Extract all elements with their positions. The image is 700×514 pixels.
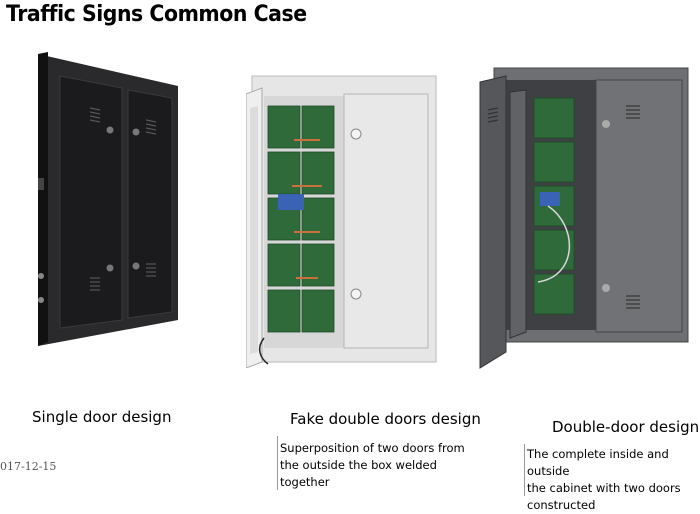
description-line: Superposition of two doors from [280,441,465,455]
single-door-caption: Single door design [32,408,172,426]
description-line: the cabinet with two doors [527,481,681,495]
double-door-description: The complete inside and outside the cabi… [527,446,700,514]
description-line: the outside the box welded [280,458,437,472]
caption-divider [524,444,525,496]
double-door-caption: Double-door design [552,418,700,436]
double-door-cabinet-image [479,67,689,369]
fake-double-door-description: Superposition of two doors from the outs… [280,440,465,491]
fake-double-door-caption: Fake double doors design [290,410,481,428]
caption-divider [277,436,278,490]
single-door-cabinet-image [38,52,178,346]
page-title: Traffic Signs Common Case [6,2,307,27]
description-line: together [280,475,330,489]
fake-double-door-cabinet-image [246,75,437,368]
description-line: The complete inside and outside [527,447,669,478]
date-stamp: 017-12-15 [0,460,57,473]
